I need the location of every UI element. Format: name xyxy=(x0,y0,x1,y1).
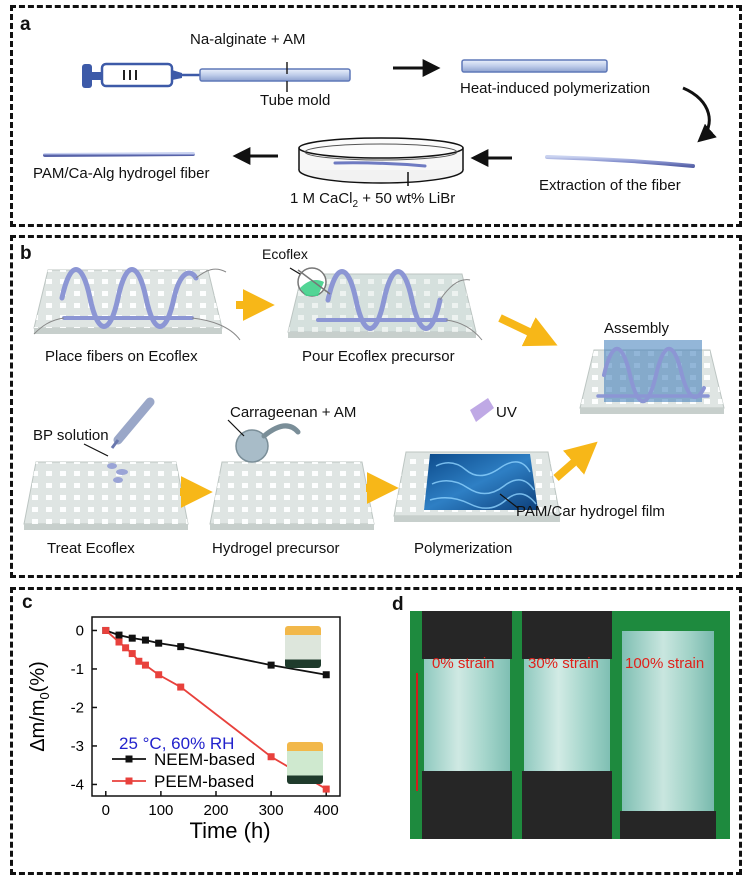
data-point xyxy=(322,785,330,793)
data-point xyxy=(115,638,123,646)
ecoflex-sheet-4 xyxy=(209,461,375,530)
legend-marker-1 xyxy=(125,755,133,763)
y-tick-label: 0 xyxy=(76,622,84,639)
extract-step-label: Extraction of the fiber xyxy=(539,177,681,194)
dropper-icon xyxy=(107,397,155,483)
panel-c xyxy=(10,587,742,875)
uv-label: UV xyxy=(496,404,517,421)
legend-label-2: PEEM-based xyxy=(154,772,254,791)
legend-label-1: NEEM-based xyxy=(154,750,255,769)
ecoflex-sheet-1 xyxy=(33,267,241,341)
ecoflex-sheet-2 xyxy=(287,269,483,341)
panel-d-label: d xyxy=(392,594,404,615)
ecoflex-tag-label: Ecoflex xyxy=(262,246,308,262)
strain-0-label: 0% strain xyxy=(432,655,495,672)
extracted-fiber-icon xyxy=(545,155,695,168)
y-tick-label: -1 xyxy=(71,661,84,678)
condition-label: 25 °C, 60% RH xyxy=(119,734,235,753)
panel-a-label: a xyxy=(20,14,31,35)
clamp-bottom-1 xyxy=(422,771,512,839)
ecoflex-sheet-5 xyxy=(393,451,561,522)
data-point xyxy=(115,631,123,639)
heat-step-label: Heat-induced polymerization xyxy=(460,80,651,97)
strain-100-label: 100% strain xyxy=(625,655,705,672)
flask-icon xyxy=(235,423,301,463)
hydrogel-sample-3 xyxy=(622,631,714,821)
y-tick-label: -4 xyxy=(71,776,84,793)
polymerization-label: Polymerization xyxy=(414,540,513,557)
data-point xyxy=(267,753,275,761)
petri-dish-icon xyxy=(298,137,464,186)
product-fiber-icon xyxy=(43,152,195,157)
data-point xyxy=(267,661,275,669)
uv-lamp-icon xyxy=(470,398,494,422)
x-tick-label: 0 xyxy=(102,802,110,819)
assembly-label: Assembly xyxy=(604,320,670,337)
clamp-top-2 xyxy=(522,611,612,659)
data-point xyxy=(177,643,185,651)
data-point xyxy=(128,650,136,658)
bath-label: 1 M CaCl2 + 50 wt% LiBr xyxy=(290,190,456,210)
stretch-arrow-icon xyxy=(416,673,418,791)
clamp-bottom-2 xyxy=(522,771,612,839)
syringe-content-label: Na-alginate + AM xyxy=(190,31,306,48)
hydrogel-sample-2 xyxy=(524,659,610,771)
beaker-icon xyxy=(297,267,331,297)
x-tick-label: 300 xyxy=(259,802,284,819)
strain-30-label: 30% strain xyxy=(528,655,599,672)
y-axis-label: Δm/m0(%) xyxy=(27,661,52,752)
x-axis-label: Time (h) xyxy=(189,818,270,843)
carrageenan-label: Carrageenan + AM xyxy=(230,404,357,421)
ecoflex-sheet-3 xyxy=(23,461,189,530)
x-tick-label: 100 xyxy=(148,802,173,819)
data-point xyxy=(322,671,330,679)
syringe-icon xyxy=(82,62,200,88)
data-point xyxy=(141,636,149,644)
hydrogel-sample-1 xyxy=(424,659,510,771)
assembly-stack xyxy=(579,340,725,414)
product-label: PAM/Ca-Alg hydrogel fiber xyxy=(33,165,210,182)
place-fibers-label: Place fibers on Ecoflex xyxy=(45,348,198,365)
data-point xyxy=(155,671,163,679)
tube-mold-icon xyxy=(199,68,351,82)
x-tick-label: 400 xyxy=(314,802,339,819)
hydrogel-precursor-label: Hydrogel precursor xyxy=(212,540,340,557)
peem-jar-photo xyxy=(287,742,323,784)
neem-jar-photo xyxy=(285,626,321,668)
curved-arrow-icon xyxy=(682,86,717,143)
data-point xyxy=(155,639,163,647)
panel-a xyxy=(10,5,742,227)
panel-b-label: b xyxy=(20,243,32,264)
panel-c-label: c xyxy=(22,592,33,613)
hydrogel-film-label: PAM/Car hydrogel film xyxy=(516,503,665,520)
clamp-top-1 xyxy=(422,611,512,659)
tube-mold-label: Tube mold xyxy=(260,92,331,109)
data-point xyxy=(102,626,110,634)
y-tick-label: -2 xyxy=(71,699,84,716)
data-point xyxy=(128,634,136,642)
y-tick-label: -3 xyxy=(71,738,84,755)
heated-tube-icon xyxy=(461,59,608,73)
treat-ecoflex-label: Treat Ecoflex xyxy=(47,540,135,557)
legend-marker-2 xyxy=(125,777,133,785)
x-tick-label: 200 xyxy=(203,802,228,819)
data-point xyxy=(135,657,143,665)
clamp-bottom-3 xyxy=(620,811,716,839)
strain-photo xyxy=(410,611,730,839)
data-point xyxy=(177,683,185,691)
data-point xyxy=(122,644,130,652)
pour-precursor-label: Pour Ecoflex precursor xyxy=(302,348,455,365)
panel-b xyxy=(10,235,742,578)
bp-solution-label: BP solution xyxy=(33,427,109,444)
data-point xyxy=(141,661,149,669)
